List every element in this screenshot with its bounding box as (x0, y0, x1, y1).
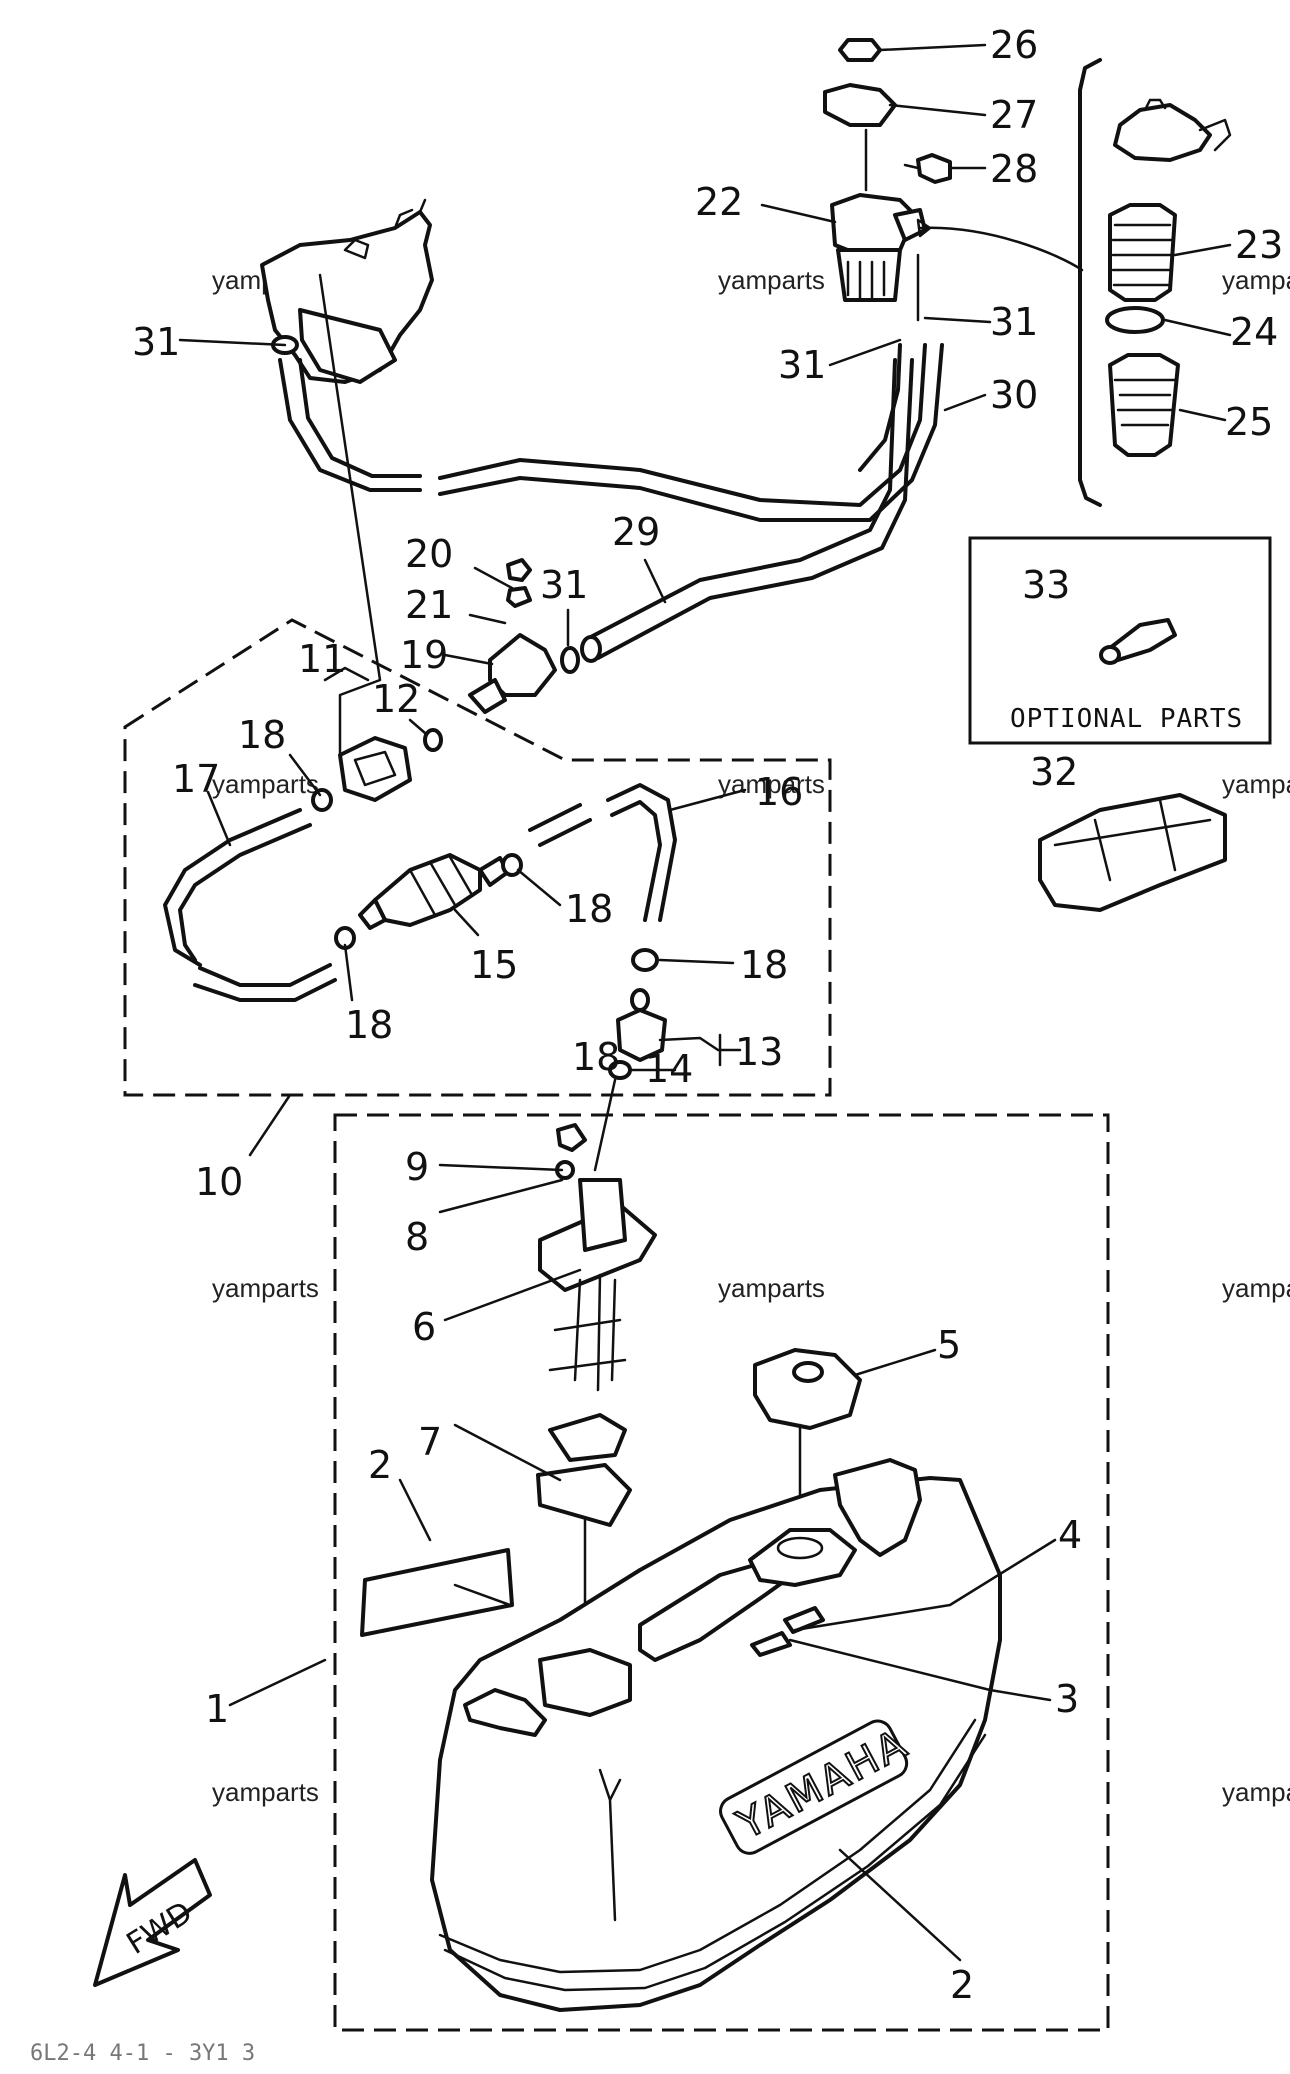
footer-code: 6L2-4 4-1 - 3Y1 3 (30, 2041, 255, 2066)
callout-label: 28 (990, 147, 1038, 191)
watermark: yamparts (212, 1273, 319, 1303)
callout-label: 20 (405, 532, 453, 576)
fuel-tank-body: YAMAHA (360, 1458, 1002, 2012)
callout-label: 5 (937, 1323, 961, 1367)
callout-label: 11 (298, 637, 346, 681)
callout-label: 3 (1055, 1677, 1079, 1721)
callout-label: 27 (990, 93, 1038, 137)
callout-label: 6 (412, 1305, 436, 1349)
callout-label: 2 (950, 1963, 974, 2007)
callout-label: 9 (405, 1145, 429, 1189)
watermark: yamparts (1222, 1273, 1290, 1303)
forward-direction-arrow: FWD (93, 1858, 212, 1987)
callout-label: 23 (1235, 223, 1283, 267)
callout-label: 18 (572, 1035, 620, 1079)
callout-label: 10 (195, 1160, 243, 1204)
fuel-tank-assembly-boundary (228, 1113, 1110, 2032)
optional-parts-box: OPTIONAL PARTS (968, 536, 1272, 745)
callout-label: 1 (205, 1687, 229, 1731)
watermark: yamparts (1222, 1777, 1290, 1807)
watermark: yamparts (212, 1777, 319, 1807)
callout-label: 32 (1030, 750, 1078, 794)
callout-label: 18 (238, 713, 286, 757)
callout-label: 4 (1058, 1513, 1082, 1557)
watermark: yamparts (718, 769, 825, 799)
callout-label: 31 (990, 300, 1038, 344)
callout-label: 33 (1022, 563, 1070, 607)
callout-label: 16 (755, 770, 803, 814)
optional-parts-label: OPTIONAL PARTS (1010, 704, 1243, 734)
callout-label: 19 (400, 633, 448, 677)
callout-label: 26 (990, 23, 1038, 67)
connector-19 (468, 558, 580, 714)
callout-label: 18 (740, 943, 788, 987)
callout-label: 30 (990, 373, 1038, 417)
callout-label: 29 (612, 510, 660, 554)
watermark: yamparts (1222, 265, 1290, 295)
callout-label: 25 (1225, 400, 1273, 444)
callout-label: 21 (405, 583, 453, 627)
callout-label: 18 (565, 887, 613, 931)
callout-label: 22 (695, 180, 743, 224)
hose-17 (163, 808, 337, 1002)
fuel-gauge-assembly (536, 1123, 657, 1722)
watermark: yamparts (718, 265, 825, 295)
fuel-cap-5 (753, 1348, 862, 1532)
callout-label: 8 (405, 1215, 429, 1259)
leader-lines (178, 43, 1232, 1962)
fuel-connector-11 (318, 273, 443, 802)
callout-label: 31 (778, 343, 826, 387)
joint-13 (593, 988, 667, 1172)
watermark: yamparts (718, 1273, 825, 1303)
tank-cover-32 (1038, 793, 1227, 912)
callout-labels: 1 2 2 3 4 5 6 7 8 9 10 11 12 13 14 15 16… (132, 23, 1283, 2007)
fuel-filter-assembly (823, 38, 952, 322)
hose-kit-10-boundary (123, 618, 832, 1157)
callout-label: 18 (345, 1003, 393, 1047)
callout-label: 31 (540, 563, 588, 607)
primer-bulb-15 (311, 788, 523, 950)
callout-label: 14 (645, 1047, 693, 1091)
filter-internals (1078, 58, 1232, 507)
watermark: yamparts (1222, 769, 1290, 799)
watermark: yamparts (212, 769, 319, 799)
fuel-hose-30 (278, 343, 944, 522)
callout-label: 15 (470, 943, 518, 987)
callout-label: 13 (735, 1030, 783, 1074)
callout-label: 24 (1230, 310, 1278, 354)
callout-label: 17 (172, 757, 220, 801)
callout-label: 31 (132, 320, 180, 364)
hose-16 (528, 783, 677, 972)
callout-label: 12 (372, 677, 420, 721)
callout-label: 2 (368, 1443, 392, 1487)
callout-label: 7 (418, 1420, 442, 1464)
engine-joint (260, 198, 434, 384)
fuel-hose-29 (580, 358, 914, 663)
